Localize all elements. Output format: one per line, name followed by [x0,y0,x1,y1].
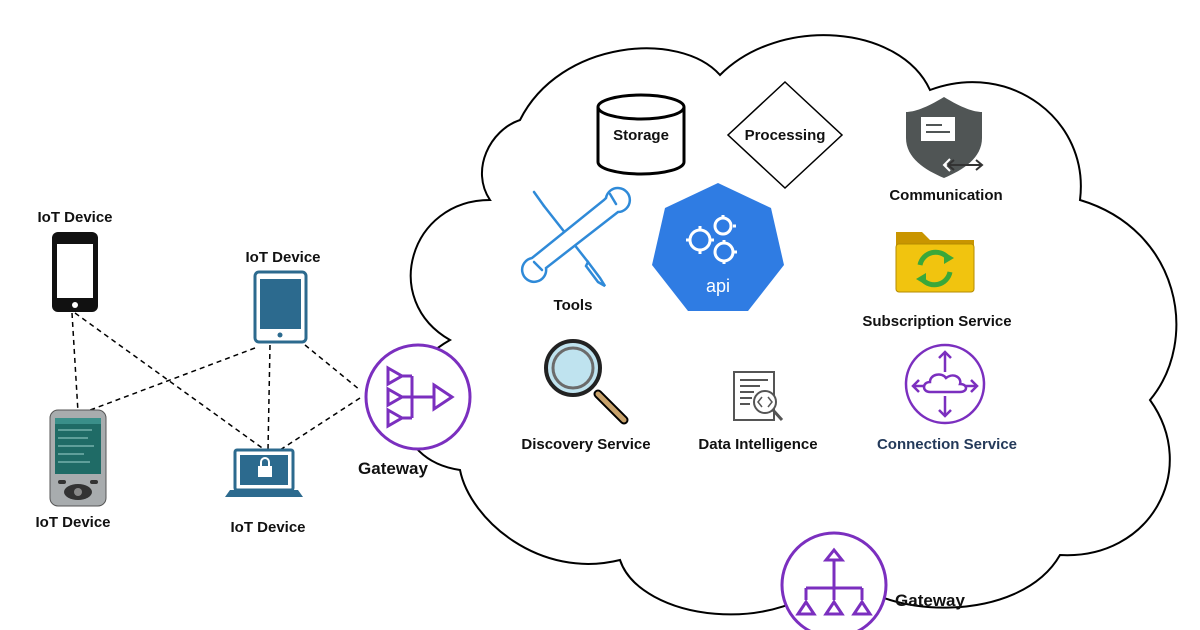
cloud-arrows-icon [904,343,986,425]
api-label: api [706,276,730,296]
magnifier-icon [544,339,629,425]
device-tablet-label: IoT Device [245,249,320,266]
code-document-search-icon [733,371,784,422]
tools-node: Tools [520,186,632,314]
storage-label: Storage [613,127,669,144]
device-laptop: IoT Device [225,448,306,536]
network-gateway-icon [364,343,472,451]
tablet-icon [253,270,308,344]
pda-icon [49,409,107,507]
subscription-node: Subscription Service [862,232,1012,330]
device-pda-label: IoT Device [35,514,110,531]
device-tablet: IoT Device [245,249,321,344]
discovery-node: Discovery Service [521,339,651,453]
kubernetes-api-icon [652,183,784,311]
device-phone: IoT Device [37,209,113,312]
discovery-label: Discovery Service [521,436,650,453]
wrench-screwdriver-icon [520,186,632,288]
hierarchy-gateway-icon [780,531,888,630]
shield-mail-icon [906,97,986,178]
device-phone-label: IoT Device [37,209,112,226]
api-node: api [652,183,784,311]
tools-label: Tools [554,297,593,314]
gateway-left: Gateway [358,343,472,478]
gateway-left-label: Gateway [358,459,428,478]
communication-label: Communication [889,187,1002,204]
processing-label: Processing [745,127,826,144]
cloud-outline [401,34,1178,616]
smartphone-icon [52,232,98,312]
database-cylinder-icon [596,93,686,176]
communication-node: Communication [889,97,1003,204]
laptop-lock-icon [225,448,303,497]
intelligence-label: Data Intelligence [698,436,817,453]
processing-node: Processing [726,80,844,190]
diamond-icon [726,80,844,190]
intelligence-node: Data Intelligence [698,371,818,453]
device-laptop-label: IoT Device [230,519,305,536]
subscription-label: Subscription Service [862,313,1011,330]
device-pda: IoT Device [35,409,111,531]
connection-label: Connection Service [877,436,1017,453]
folder-sync-icon [895,232,975,293]
gateway-bottom-label: Gateway [895,591,965,610]
device-links [71,312,361,451]
connection-node: Connection Service [877,343,1017,453]
storage-node: Storage [596,93,686,176]
gateway-bottom: Gateway [780,531,966,630]
